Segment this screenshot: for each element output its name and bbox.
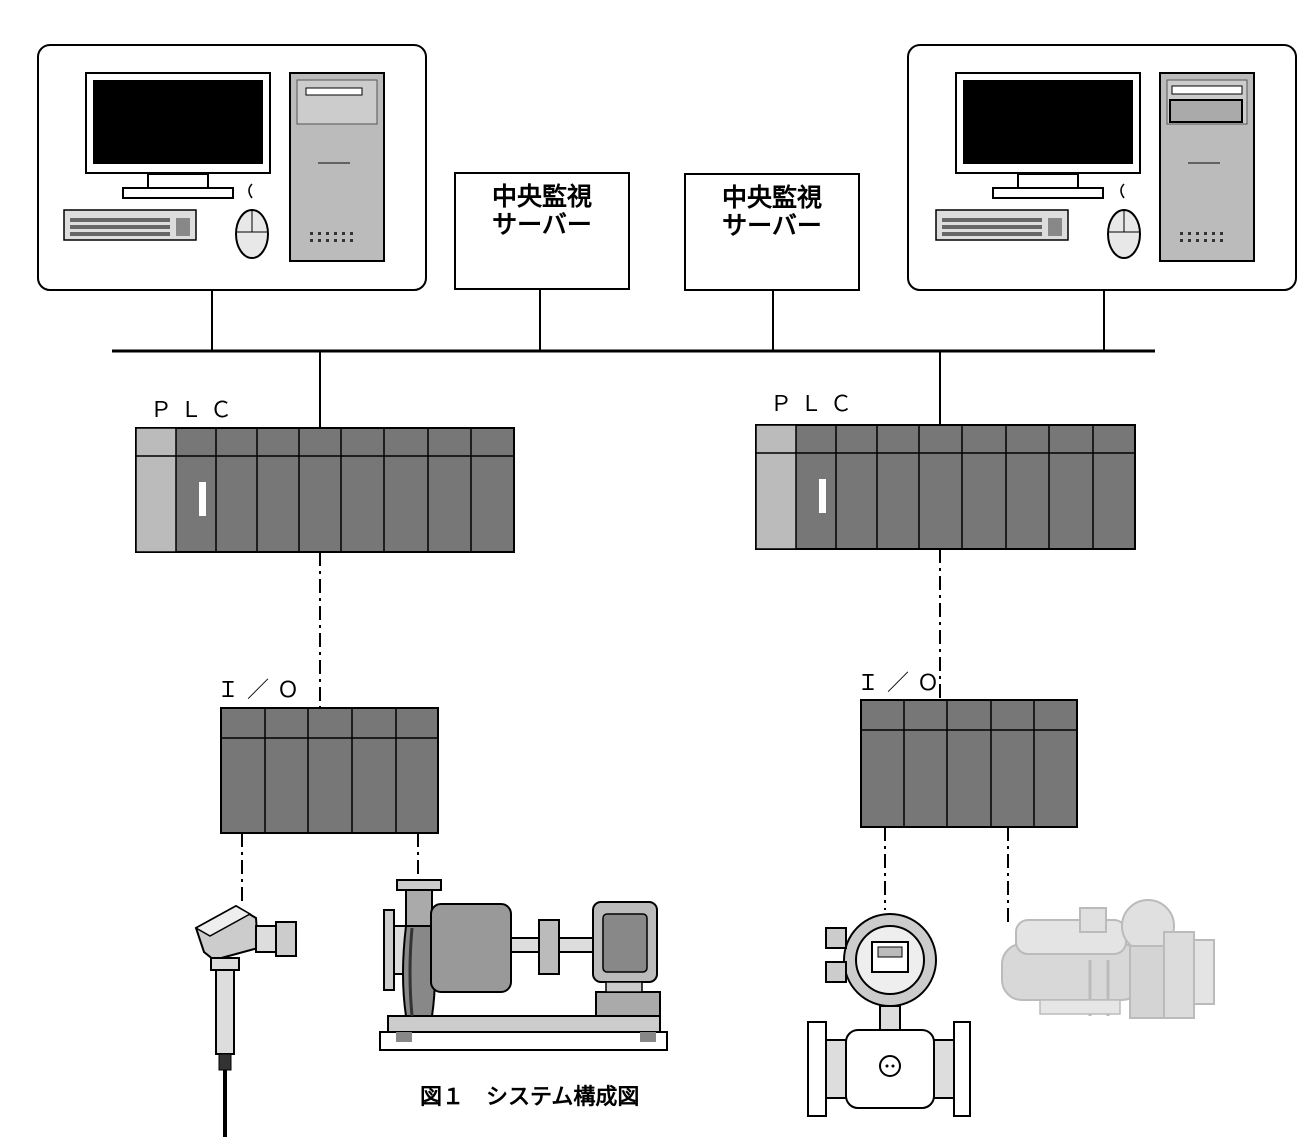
monitor-icon (85, 72, 271, 199)
central-server-2: 中央監視 サーバー (684, 173, 860, 291)
server-label-line1: 中央監視 (492, 182, 592, 211)
pc-tower-icon (1159, 72, 1255, 262)
temperature-sensor-icon (194, 904, 297, 1137)
io-module-right (860, 699, 1078, 828)
monitor-icon (955, 72, 1141, 199)
network-bus (112, 289, 1155, 428)
mouse-icon (235, 183, 269, 259)
figure-caption: 図１ システム構成図 (420, 1084, 639, 1110)
pump-motor-icon (379, 879, 668, 1051)
plc-label: ＰＬＣ (770, 392, 860, 417)
io-label: Ｉ／Ｏ (857, 671, 947, 696)
mouse-icon (1107, 183, 1141, 259)
keyboard-icon (935, 209, 1069, 241)
workstation-right (907, 44, 1297, 291)
io-label: Ｉ／Ｏ (217, 678, 307, 703)
central-server-1: 中央監視 サーバー (454, 172, 630, 290)
plc-rack-left (135, 427, 515, 553)
workstation-left (37, 44, 427, 291)
pc-tower-icon (289, 72, 385, 262)
server-label-line1: 中央監視 (722, 183, 822, 212)
chiller-icon (1001, 899, 1215, 1019)
fieldbus-links (241, 549, 1009, 925)
plc-label: ＰＬＣ (150, 398, 240, 423)
plc-rack-right (755, 424, 1136, 550)
server-label-line2: サーバー (492, 210, 592, 239)
flow-meter-icon (807, 913, 971, 1117)
io-module-left (220, 707, 439, 834)
server-label-line2: サーバー (722, 211, 822, 240)
keyboard-icon (63, 209, 197, 241)
